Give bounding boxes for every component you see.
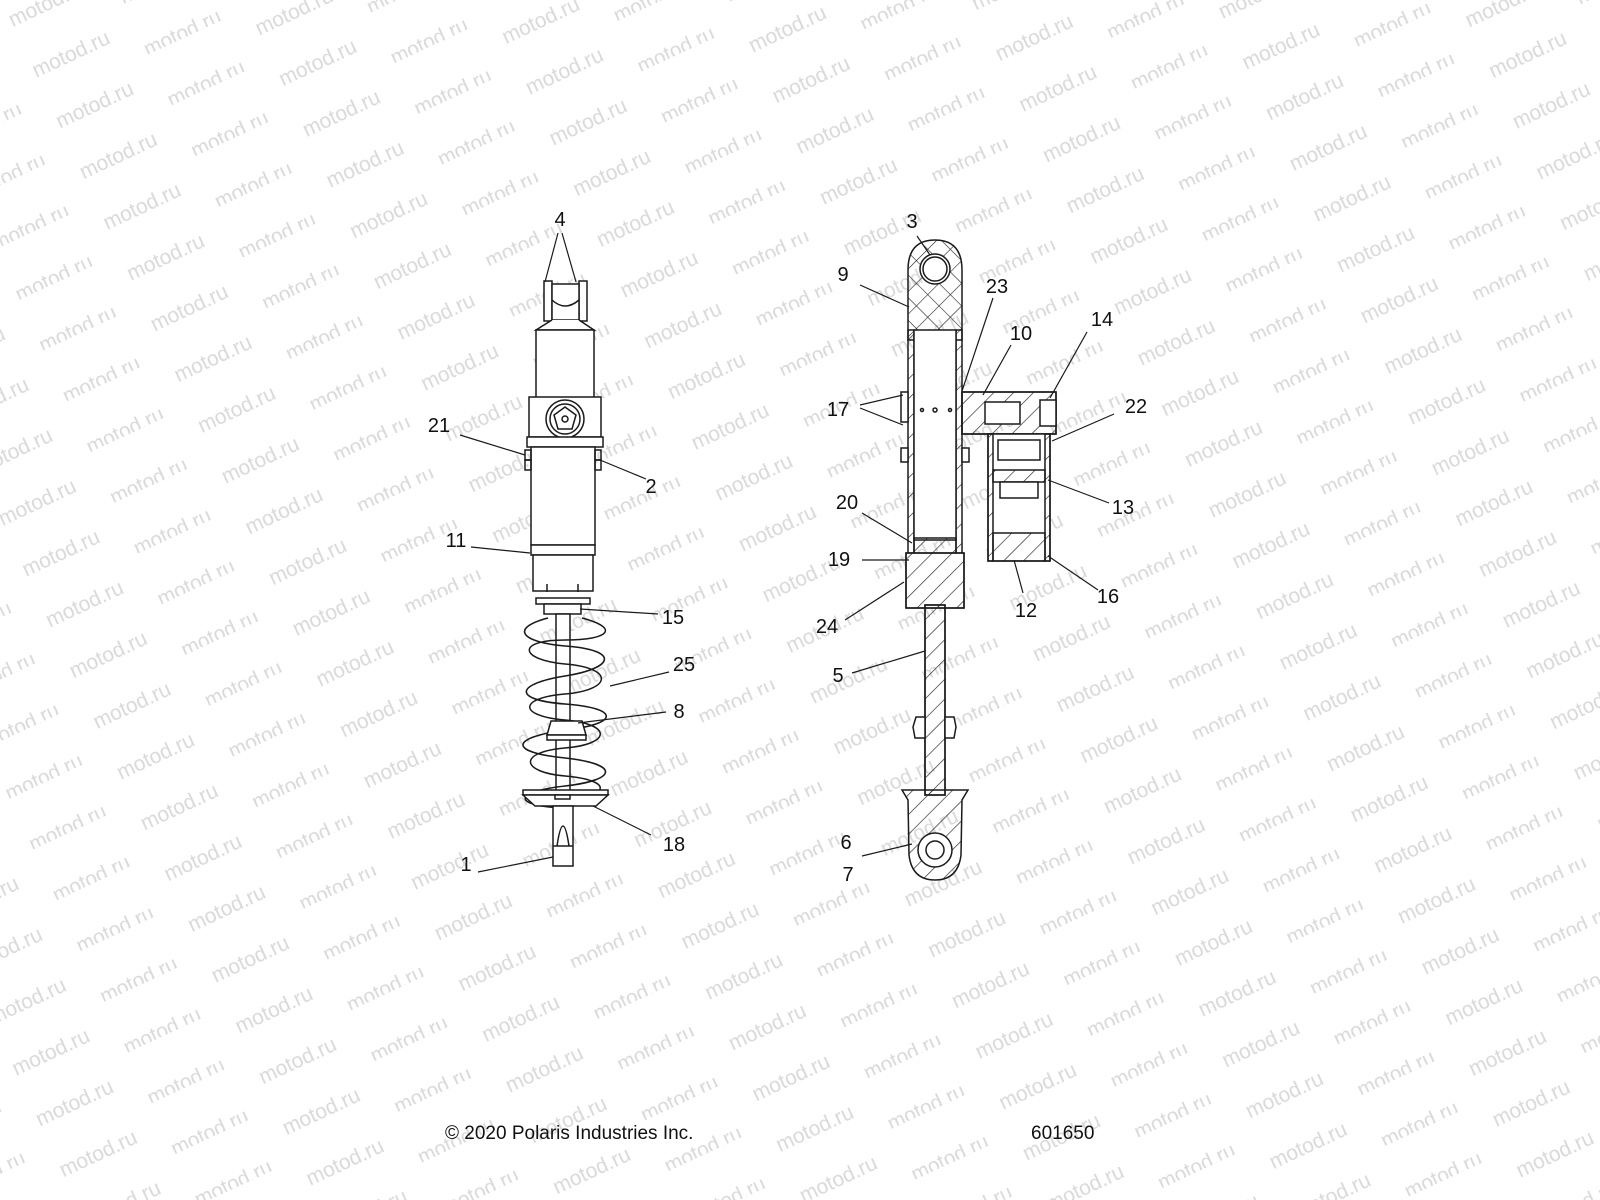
callout-4: 4 <box>554 209 566 231</box>
copyright-text: © 2020 Polaris Industries Inc. <box>445 1123 694 1144</box>
callout-21: 21 <box>427 415 451 437</box>
callout-18: 18 <box>662 834 686 856</box>
callout-23: 23 <box>985 276 1009 298</box>
figure-number: 601650 <box>1031 1123 1095 1144</box>
callout-24: 24 <box>815 616 839 638</box>
callout-19: 19 <box>827 549 851 571</box>
callout-15: 15 <box>661 607 685 629</box>
callout-5: 5 <box>832 665 844 687</box>
callout-12: 12 <box>1014 600 1038 622</box>
callout-13: 13 <box>1111 497 1135 519</box>
leader-lines <box>459 232 1115 873</box>
callout-16: 16 <box>1096 586 1120 608</box>
callout-22: 22 <box>1124 396 1148 418</box>
callout-17: 17 <box>826 399 850 421</box>
callout-11: 11 <box>445 530 467 552</box>
callout-8: 8 <box>673 701 685 723</box>
callout-1: 1 <box>460 854 472 876</box>
callout-25: 25 <box>672 654 696 676</box>
callout-2: 2 <box>645 476 657 498</box>
callout-20: 20 <box>835 492 859 514</box>
callout-7: 7 <box>842 864 854 886</box>
callout-14: 14 <box>1090 309 1114 331</box>
callout-6: 6 <box>840 832 852 854</box>
callout-9: 9 <box>837 264 849 286</box>
left-shock-assembly <box>521 280 610 867</box>
right-shock-section <box>900 239 1057 881</box>
callout-10: 10 <box>1009 323 1033 345</box>
callout-3: 3 <box>906 211 918 233</box>
